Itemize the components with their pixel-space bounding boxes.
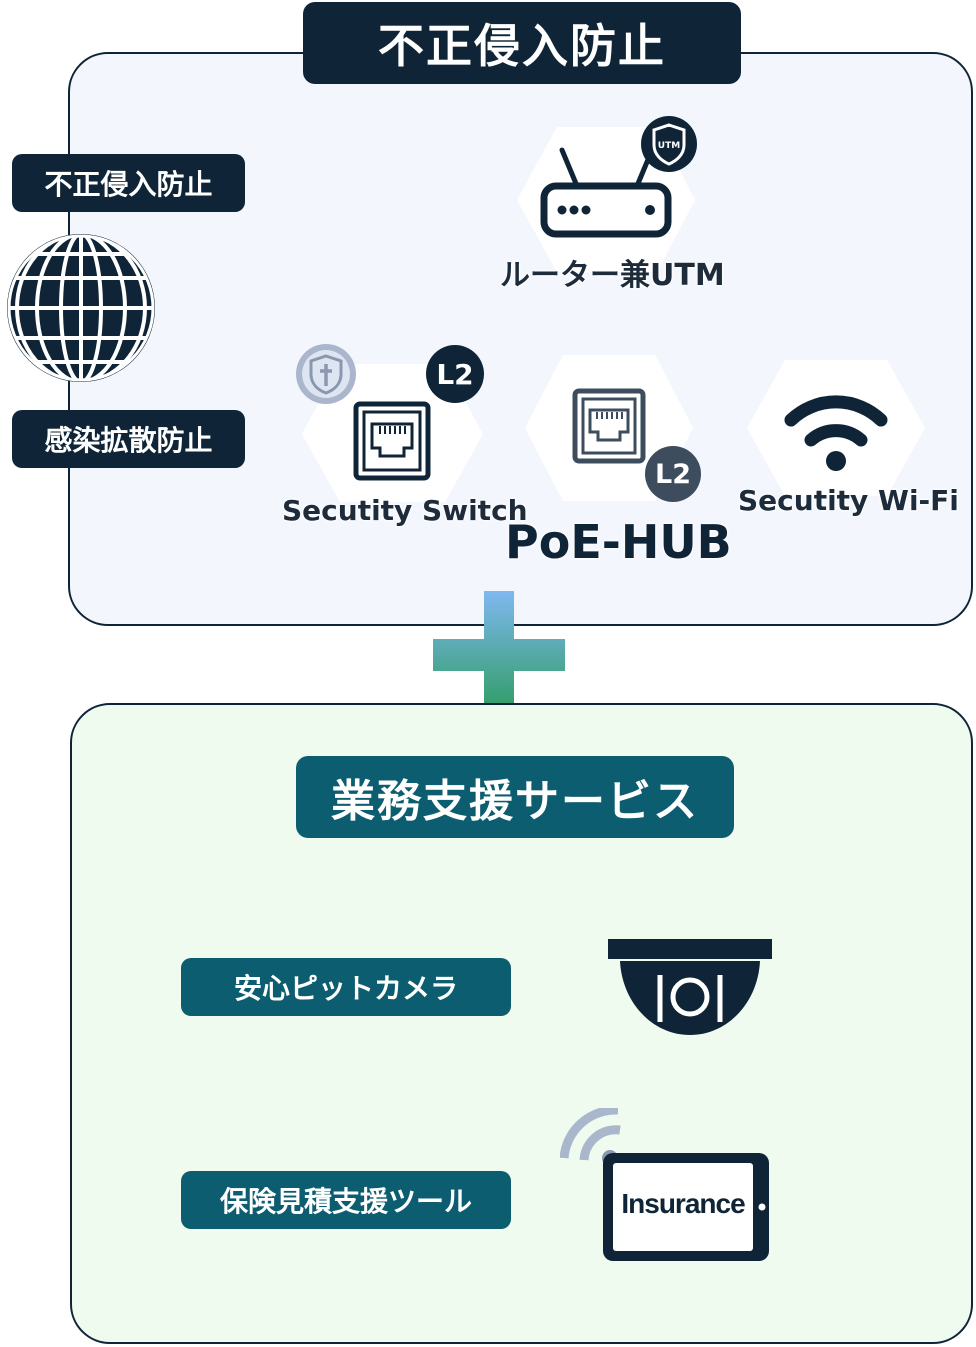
security-switch-label: Secutity Switch (282, 494, 528, 527)
security-wifi-label: Secutity Wi-Fi (738, 484, 959, 517)
business-support-title: 業務支援サービス (296, 756, 734, 838)
wifi-icon (747, 360, 925, 496)
badge-infection-spread-prevention: 感染拡散防止 (12, 410, 245, 468)
dome-camera-icon (608, 939, 772, 1035)
utm-shield-icon: UTM (641, 116, 697, 172)
intrusion-prevention-title: 不正侵入防止 (303, 2, 741, 84)
hub-l2-badge: L2 (645, 446, 701, 502)
badge-intrusion-prevention: 不正侵入防止 (12, 154, 245, 212)
camera-service-label: 安心ピットカメラ (181, 958, 511, 1016)
security-switch-icon (302, 364, 483, 502)
plus-icon (433, 591, 565, 721)
intrusion-prevention-panel (68, 52, 973, 626)
tablet-icon (603, 1153, 769, 1261)
cross-shield-icon (296, 344, 356, 404)
utm-shield-text: UTM (658, 141, 680, 151)
globe-icon (7, 234, 155, 382)
router-label: ルーター兼UTM (500, 258, 725, 293)
tablet-screen-text: Insurance (621, 1188, 745, 1219)
poe-hub-label: PoE-HUB (505, 515, 732, 569)
switch-l2-badge: L2 (426, 345, 484, 403)
insurance-tool-label: 保険見積支援ツール (181, 1171, 511, 1229)
